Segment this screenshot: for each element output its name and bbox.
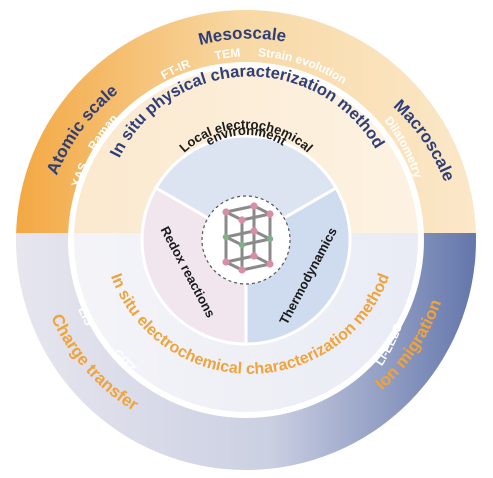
crystal-lattice-icon: [201, 195, 291, 285]
